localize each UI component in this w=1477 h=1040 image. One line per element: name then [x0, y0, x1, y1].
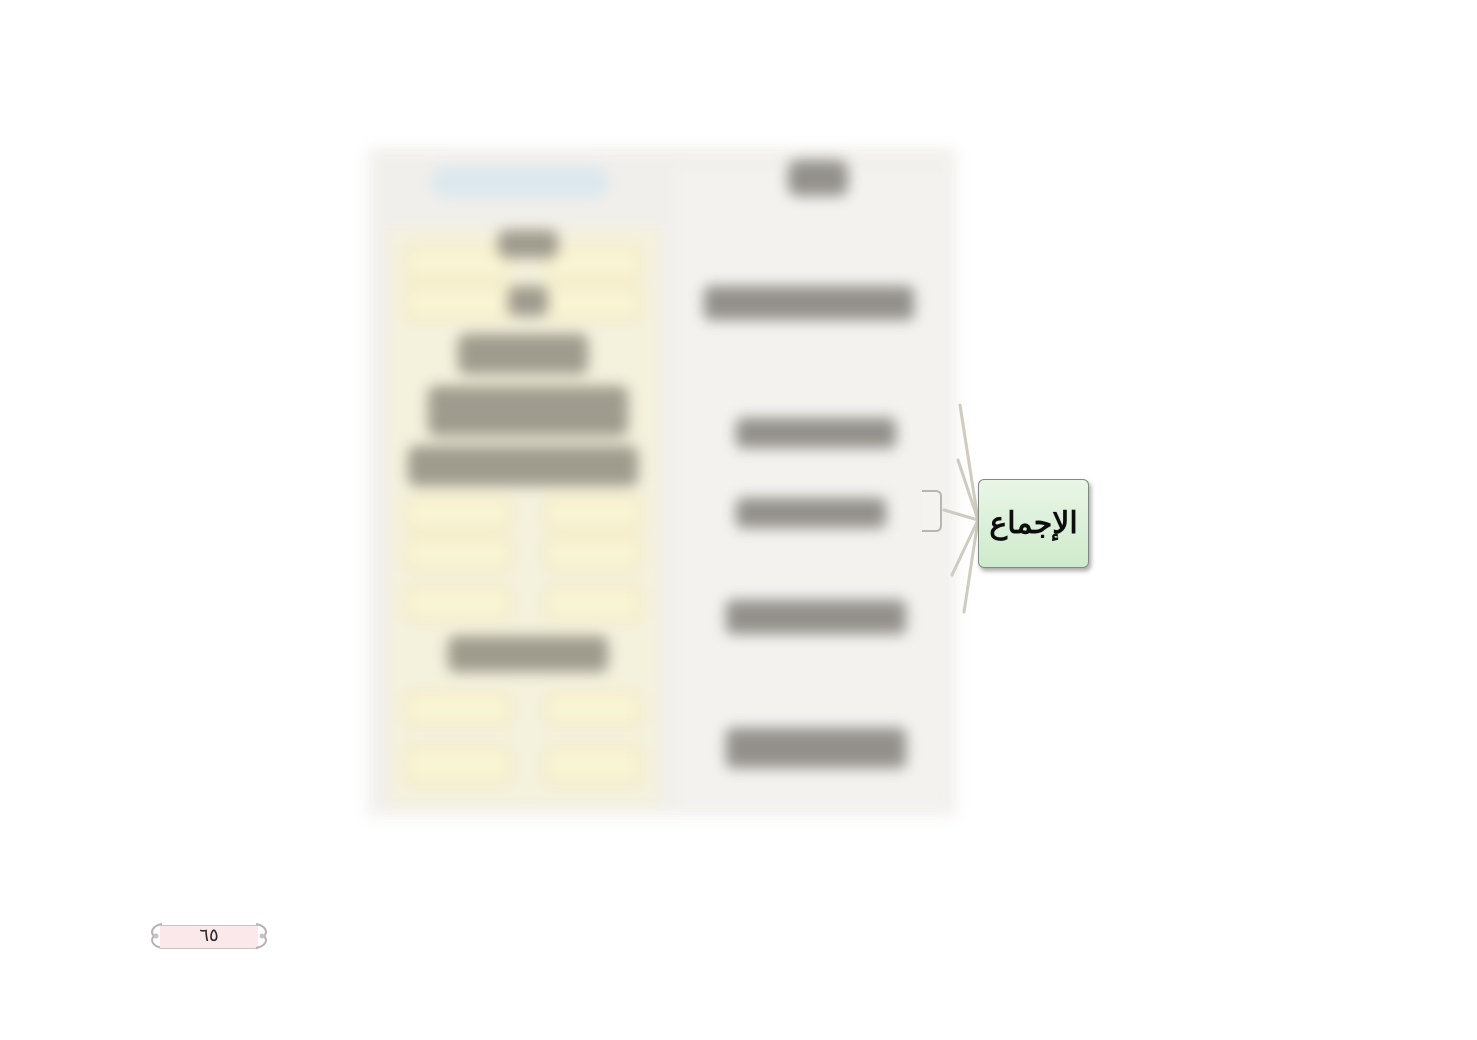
- ornament-left-icon: [151, 923, 163, 949]
- page-number-band: [160, 925, 258, 949]
- bracket-tab: [922, 490, 942, 532]
- connector-line: [950, 518, 980, 577]
- connector-line: [942, 508, 980, 522]
- connector-line: [962, 518, 980, 614]
- blurred-worksheet: [368, 148, 956, 816]
- worksheet-header-pill: [430, 166, 610, 198]
- connector-line: [958, 403, 980, 522]
- connector-line: [956, 458, 980, 522]
- concept-title: الإجماع: [989, 506, 1078, 541]
- worksheet-left-column: [388, 226, 660, 806]
- worksheet-right-column: [676, 168, 946, 808]
- page-number-ornament: ٦٥: [148, 922, 270, 950]
- page-number: ٦٥: [199, 925, 219, 946]
- worksheet-header-label: [788, 160, 848, 196]
- concept-connectors: [942, 403, 980, 614]
- concept-box: الإجماع: [978, 479, 1089, 568]
- ornament-right-icon: [255, 923, 267, 949]
